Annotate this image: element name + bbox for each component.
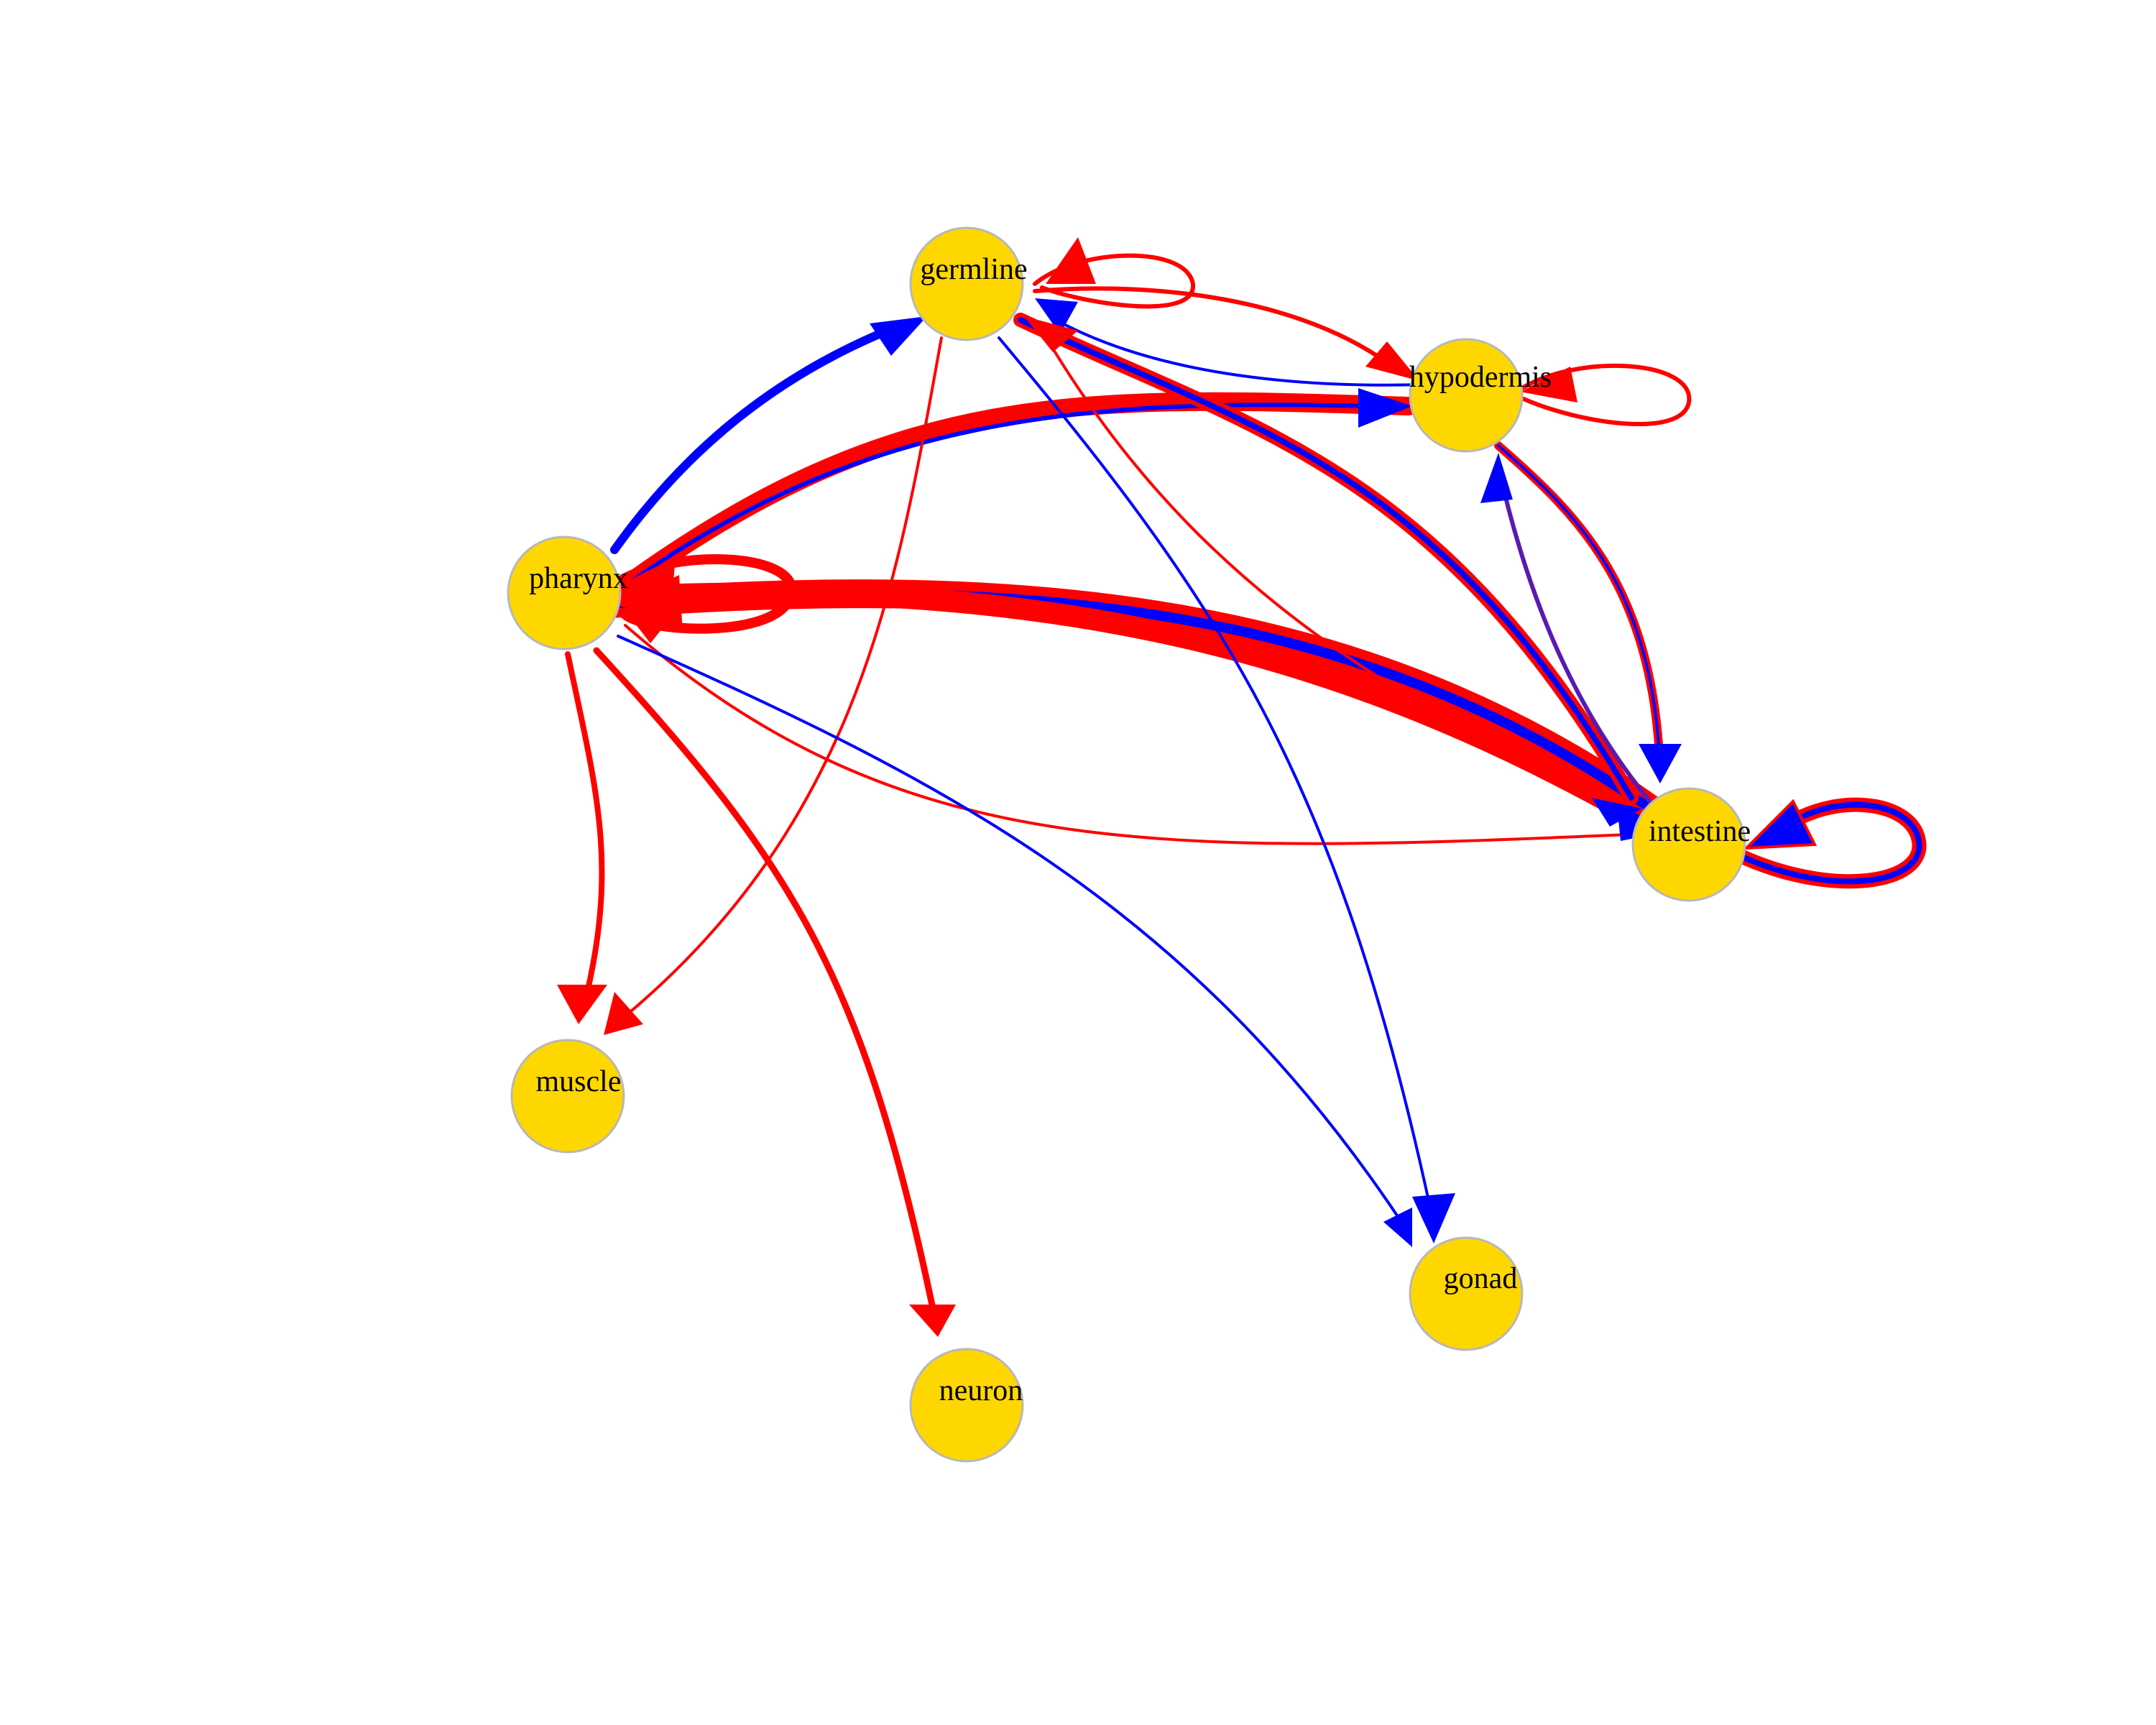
arrowhead-pharynx-germline	[870, 316, 927, 356]
node-neuron-label: neuron	[939, 1374, 1023, 1407]
arrowhead-hypodermis-germline	[1035, 298, 1078, 334]
edge-pharynx-germline	[610, 319, 910, 554]
node-hypodermis[interactable]: hypodermis	[1409, 338, 1552, 453]
node-hypodermis-circle	[1409, 338, 1524, 453]
arrowhead-pharynx-self	[625, 607, 679, 643]
arrowhead-intestine-germline	[1024, 316, 1078, 352]
arrowhead-intestine-self	[1742, 799, 1818, 850]
edge-hypodermis-self-loop	[1514, 363, 1692, 426]
edge-intestine-pharynx-thin	[624, 624, 1647, 845]
arrowhead-germline-hypodermis	[1365, 341, 1419, 381]
arrowhead-pharynx-hypodermis	[1358, 388, 1412, 428]
edge-germline-hypodermis	[1033, 286, 1404, 376]
node-germline-circle	[909, 226, 1024, 341]
arrowhead-pharynx-neuron	[909, 1305, 956, 1337]
arrowhead-germline-muscle	[604, 992, 643, 1035]
edge-pharynx-gonad	[617, 635, 1403, 1223]
node-germline-label: germline	[920, 253, 1027, 286]
arrowhead-hypodermis-self	[1520, 367, 1577, 402]
edge-intestine-pharynx	[614, 582, 1664, 837]
arrowhead-germline-intestine	[1592, 798, 1642, 827]
node-germline[interactable]: germline	[909, 226, 1028, 341]
node-neuron[interactable]: neuron	[909, 1348, 1024, 1463]
node-pharynx-circle	[507, 535, 622, 650]
edge-pharynx-neuron	[593, 647, 938, 1319]
node-pharynx[interactable]: pharynx	[507, 535, 628, 650]
edge-intestine-self-loop	[1732, 797, 1927, 889]
node-intestine-label: intestine	[1649, 815, 1751, 848]
node-pharynx-label: pharynx	[529, 562, 628, 595]
edge-hypodermis-intestine	[1494, 441, 1664, 773]
node-hypodermis-label: hypodermis	[1409, 361, 1552, 394]
edge-intestine-hypodermis	[1496, 465, 1655, 807]
node-gonad[interactable]: gonad	[1409, 1236, 1524, 1351]
node-gonad-label: gonad	[1444, 1262, 1518, 1295]
nodes: germline hypodermis pharynx intestine mu…	[507, 226, 1751, 1463]
edge-intestine-germline	[1041, 329, 1633, 821]
node-neuron-circle	[909, 1348, 1024, 1463]
arrowheads	[557, 237, 1818, 1337]
arrowhead-intestine-hypodermis	[1480, 453, 1513, 503]
node-intestine-circle	[1631, 787, 1746, 902]
edge-hypodermis-germline	[1048, 315, 1424, 387]
node-muscle[interactable]: muscle	[510, 1039, 625, 1154]
arrowhead-pharynx-muscle	[557, 985, 607, 1024]
edge-hypodermis-pharynx	[616, 392, 1418, 595]
node-gonad-circle	[1409, 1236, 1524, 1351]
edge-pharynx-muscle	[565, 651, 605, 1002]
arrowhead-germline-gonad	[1412, 1193, 1455, 1243]
edges	[565, 253, 1927, 1319]
node-intestine[interactable]: intestine	[1631, 787, 1751, 902]
edge-germline-muscle	[609, 336, 943, 1029]
node-muscle-circle	[510, 1039, 625, 1154]
edge-germline-intestine	[1013, 313, 1639, 805]
arrowhead-pharynx-gonad	[1383, 1208, 1412, 1247]
edge-germline-gonad	[998, 336, 1432, 1209]
arrowhead-hypodermis-intestine	[1639, 744, 1682, 783]
node-muscle-label: muscle	[536, 1065, 622, 1098]
arrowhead-germline-self	[1046, 237, 1096, 284]
edge-germline-self-loop	[1033, 253, 1196, 309]
